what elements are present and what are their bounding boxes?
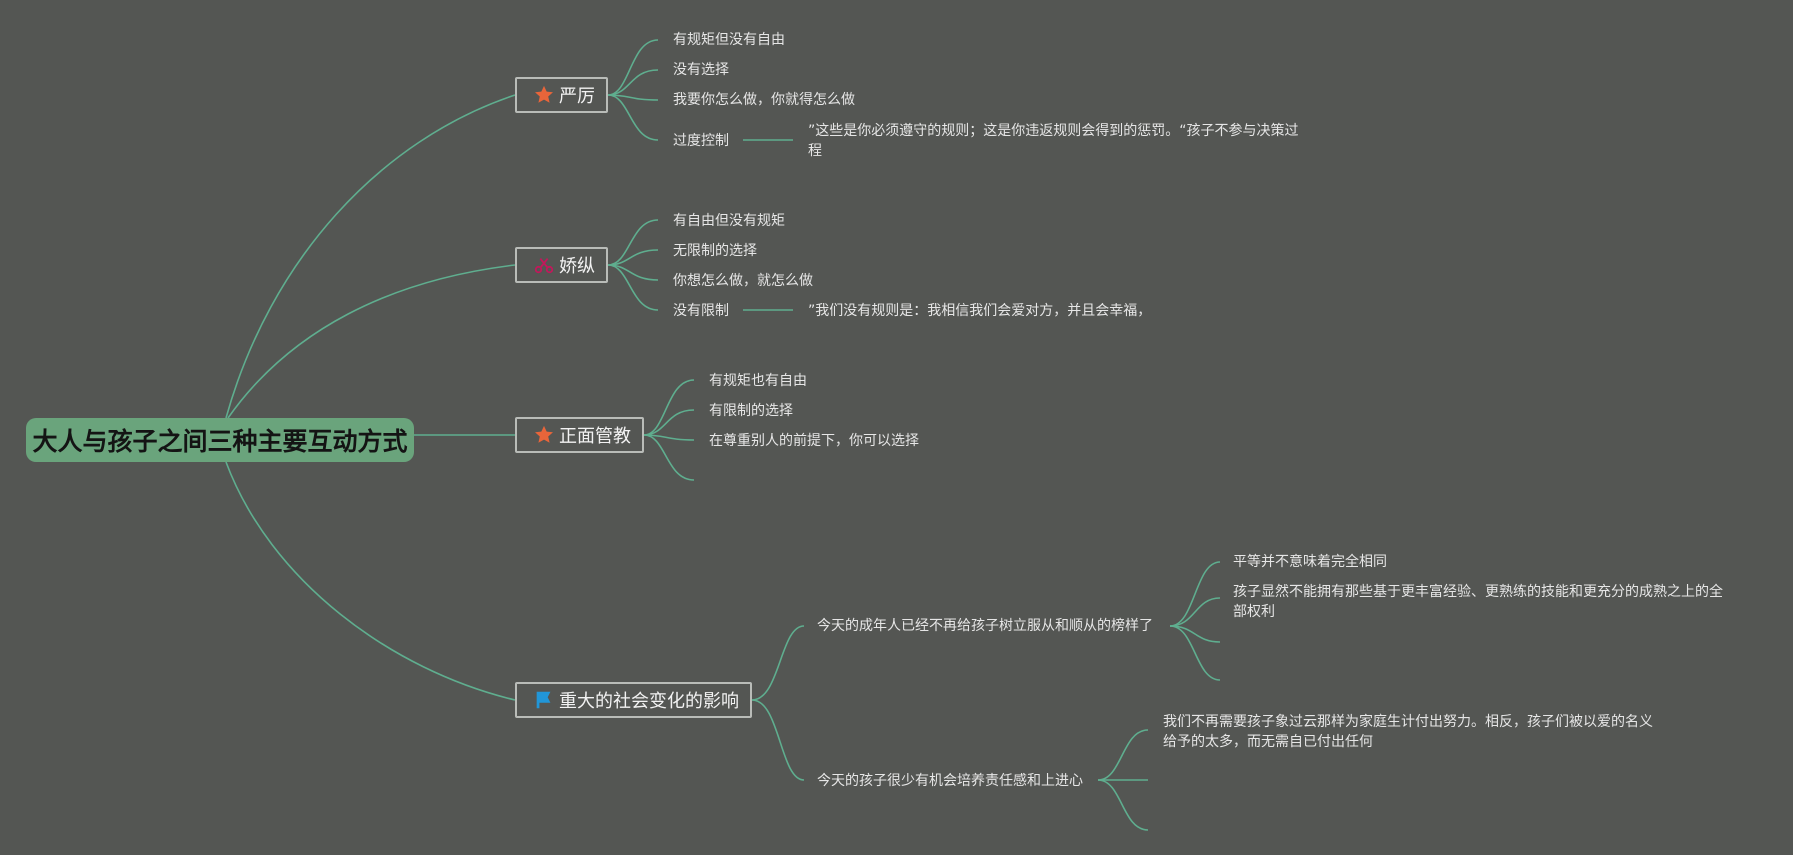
star-icon <box>533 424 555 446</box>
subtopic-note[interactable]: ”这些是你必须遵守的规则；这是你违返规则会得到的惩罚。“孩子不参与决策过程 <box>808 123 1299 159</box>
scissors-icon <box>533 254 555 276</box>
sub-subtopic[interactable]: 平等并不意味着完全相同 <box>1233 554 1387 570</box>
subtopic[interactable]: 我要你怎么做，你就得怎么做 <box>673 92 855 108</box>
topic-label: 严厉 <box>559 86 595 107</box>
subtopic[interactable]: 今天的成年人已经不再给孩子树立服从和顺从的榜样了 <box>817 618 1153 634</box>
subtopic[interactable]: 你想怎么做，就怎么做 <box>673 273 813 289</box>
subtopic[interactable]: 有规矩也有自由 <box>709 373 807 389</box>
subtopic[interactable]: 没有选择 <box>673 62 729 78</box>
subtopic[interactable]: 有规矩但没有自由 <box>673 32 785 48</box>
flag-icon <box>533 689 555 711</box>
topic-label: 重大的社会变化的影响 <box>559 691 739 712</box>
topic-yanli[interactable]: 严厉 <box>515 77 608 113</box>
root-topic[interactable]: 大人与孩子之间三种主要互动方式 <box>26 418 414 462</box>
topic-jiaozong[interactable]: 娇纵 <box>515 247 608 283</box>
star-icon <box>533 84 555 106</box>
subtopic[interactable]: 无限制的选择 <box>673 243 757 259</box>
subtopic[interactable]: 在尊重别人的前提下，你可以选择 <box>709 433 919 449</box>
sub-subtopic[interactable]: 孩子显然不能拥有那些基于更丰富经验、更熟练的技能和更充分的成熟之上的全部权利 <box>1233 584 1723 620</box>
root-topic-label: 大人与孩子之间三种主要互动方式 <box>32 427 408 456</box>
subtopic-note[interactable]: ”我们没有规则是：我相信我们会爱对方，并且会幸福， <box>808 303 1152 319</box>
link-root-shehui <box>225 461 516 701</box>
subtopic[interactable]: 有限制的选择 <box>709 403 793 419</box>
subtopic[interactable]: 有自由但没有规矩 <box>673 213 785 229</box>
link-root-jiaozong <box>227 264 516 419</box>
topic-shehui[interactable]: 重大的社会变化的影响 <box>515 682 752 718</box>
subtopic[interactable]: 过度控制 <box>673 133 729 149</box>
sub-subtopic[interactable]: 我们不再需要孩子象过云那样为家庭生计付出努力。相反，孩子们被以爱的名义给予的太多… <box>1163 714 1653 750</box>
link-root-yanli <box>225 94 516 419</box>
topic-label: 正面管教 <box>559 426 631 447</box>
subtopic[interactable]: 没有限制 <box>673 303 729 319</box>
subtopic[interactable]: 今天的孩子很少有机会培养责任感和上进心 <box>817 773 1083 789</box>
topic-zhengmian[interactable]: 正面管教 <box>515 417 644 453</box>
topic-label: 娇纵 <box>559 256 595 277</box>
